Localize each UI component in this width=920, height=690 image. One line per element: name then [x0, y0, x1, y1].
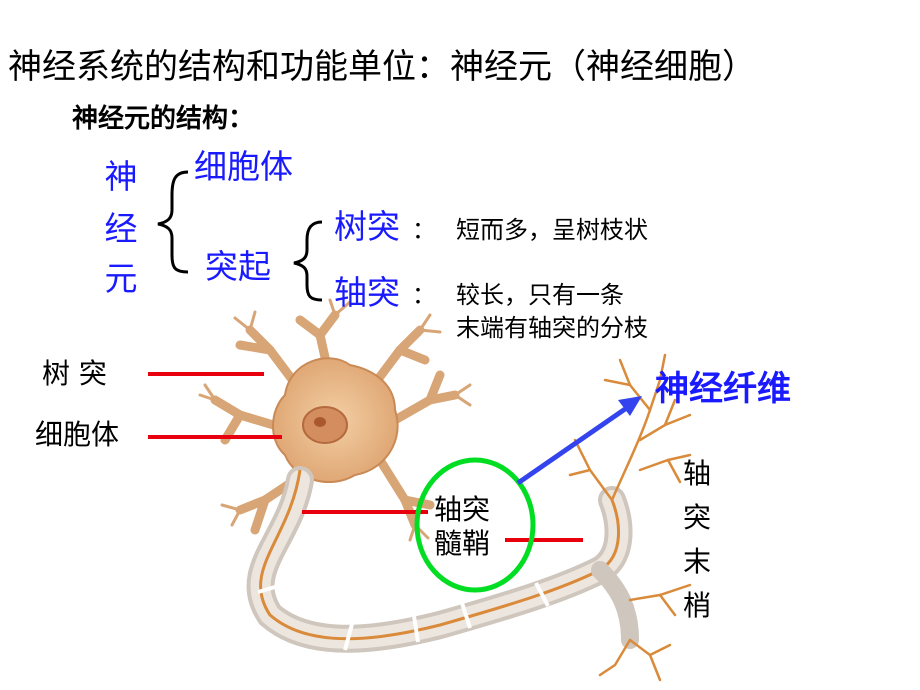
tree-axon-colon: ：: [412, 281, 436, 309]
tree-dendrite-colon: ：: [412, 216, 436, 244]
tree-axon-desc-line1: 较长，只有一条: [456, 281, 624, 309]
label-dendrite: 树 突: [42, 357, 107, 390]
tree-axon-desc-line2: 末端有轴突的分枝: [456, 314, 648, 342]
nucleus-shape: [302, 406, 348, 444]
label-nerve-fiber: 神经纤维: [655, 369, 791, 409]
root-char-3: 元: [104, 259, 138, 298]
highlight-circle: [414, 457, 536, 593]
tree-dendrite: 树突: [334, 207, 400, 246]
label-terminal-char-2: 突: [683, 501, 712, 534]
structure-subtitle: 神经元的结构：: [72, 104, 255, 134]
nerve-fiber-arrowhead: [618, 396, 642, 416]
tree-axon: 轴突: [334, 273, 400, 312]
axon-terminal-branches: [568, 353, 692, 682]
root-char-1: 神: [104, 157, 138, 196]
pointer-lines: [148, 372, 583, 542]
label-terminal-char-3: 末: [683, 545, 712, 578]
tree-process: 突起: [205, 247, 271, 286]
dendrite-twigs: [198, 298, 472, 542]
label-terminal-char-1: 轴: [683, 457, 712, 490]
tree-dendrite-desc: 短而多，呈树枝状: [456, 216, 648, 244]
axon-lower-branch: [591, 561, 639, 649]
label-cell-body: 细胞体: [35, 418, 120, 451]
nucleolus-shape: [314, 417, 326, 427]
brace-main: [157, 170, 189, 274]
label-terminal-char-4: 梢: [683, 589, 712, 622]
label-axon: 轴突: [434, 493, 491, 526]
nodes-of-ranvier: [257, 582, 550, 651]
tree-cell-body: 细胞体: [194, 147, 293, 186]
brace-process: [293, 220, 323, 302]
label-myelin: 髓鞘: [434, 527, 491, 560]
page-title: 神经系统的结构和功能单位：神经元（神经细胞）: [8, 47, 756, 87]
root-char-2: 经: [104, 209, 138, 248]
nerve-fiber-arrow-line: [516, 404, 630, 486]
